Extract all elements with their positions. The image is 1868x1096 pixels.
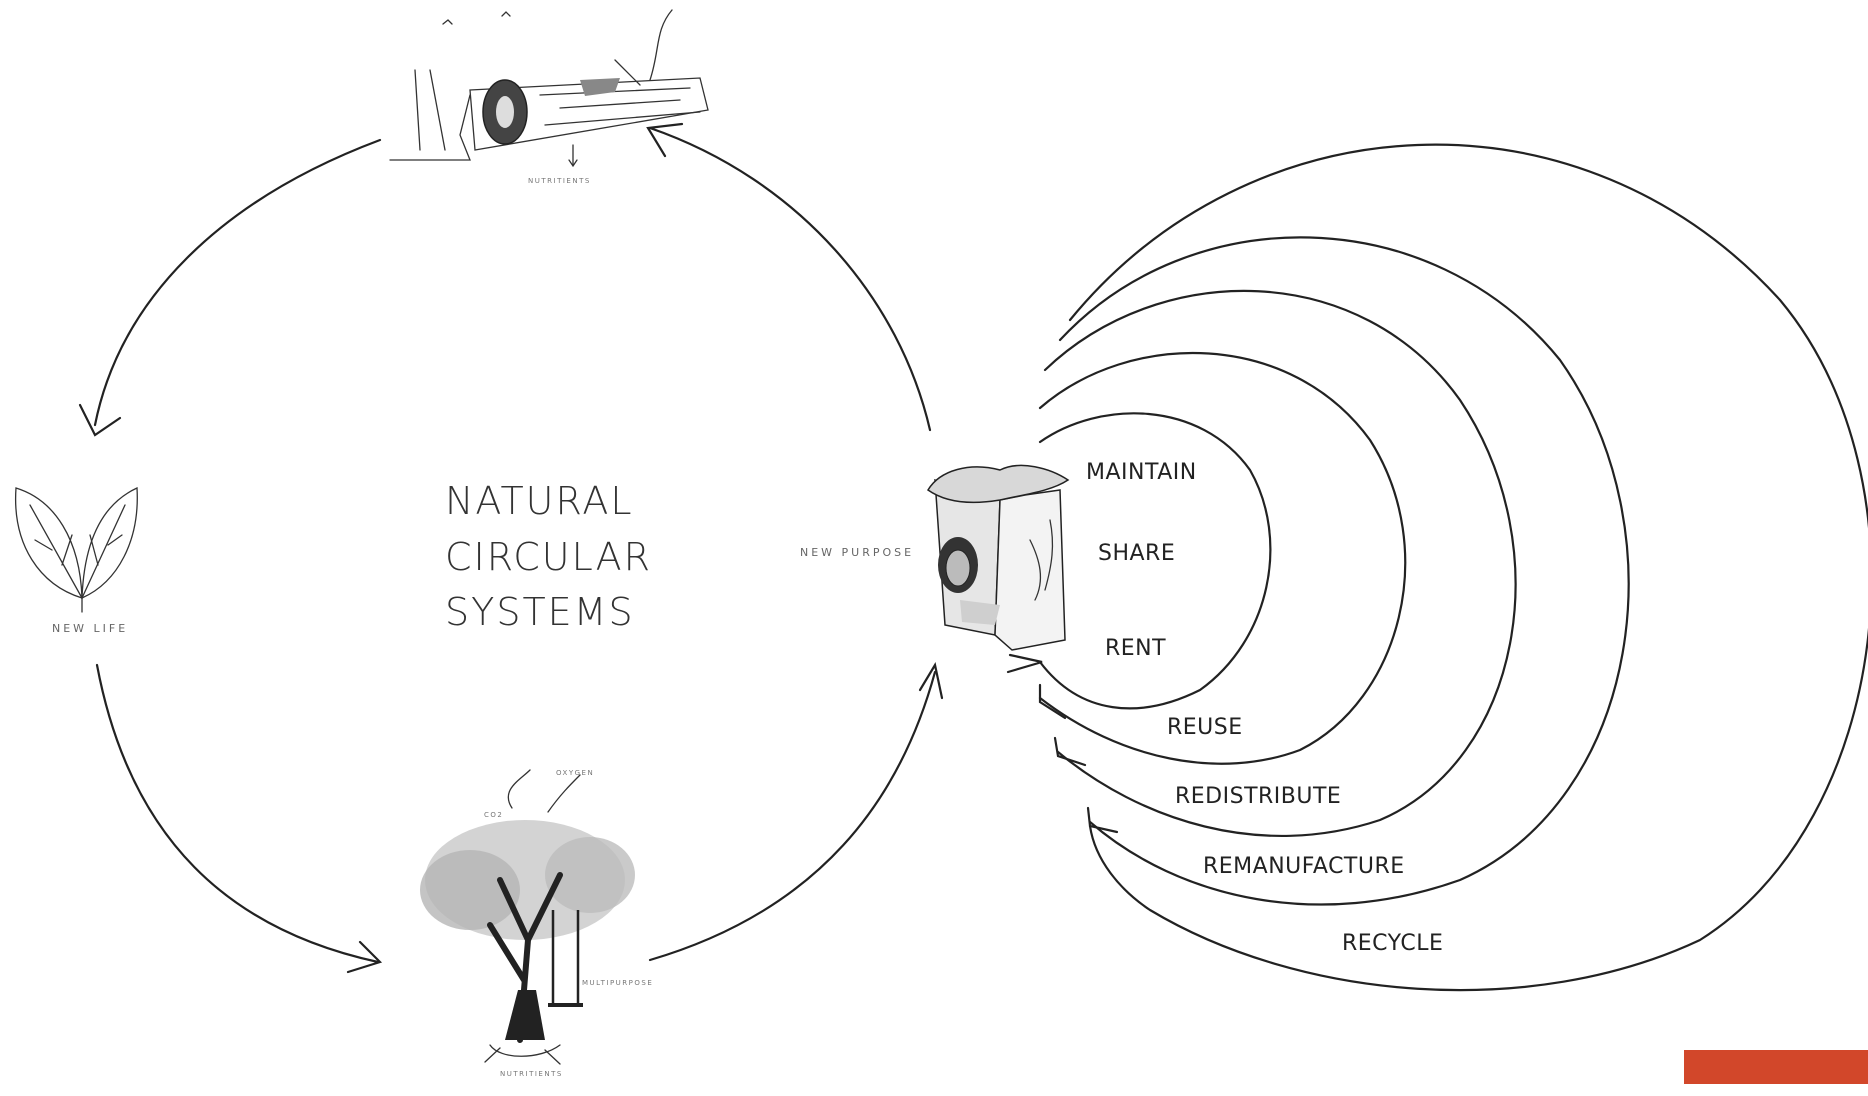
loop-arc-2	[1038, 351, 1407, 765]
leaf-sprout-icon: NEW LIFE	[14, 487, 138, 635]
nutrients-bottom-label: NUTRITIENTS	[500, 1070, 563, 1078]
loop-labels: MAINTAIN SHARE RENT REUSE REDISTRIBUTE R…	[1086, 460, 1443, 956]
title-line-1: NATURAL	[445, 479, 634, 523]
loop-arc-4	[1058, 236, 1630, 906]
circular-economy-loops	[1006, 143, 1868, 992]
new-life-label: NEW LIFE	[52, 622, 128, 635]
loop-label-reuse: REUSE	[1167, 715, 1243, 740]
nutrients-top-label: NUTRITIENTS	[528, 177, 591, 185]
arc-top-right	[648, 126, 932, 432]
fallen-log-icon: NUTRITIENTS	[389, 9, 709, 185]
oxygen-label: OXYGEN	[556, 769, 594, 777]
co2-label: CO2	[484, 811, 503, 819]
arrowhead-to-stump	[918, 662, 944, 700]
arc-bottom-right	[648, 670, 937, 962]
title-line-2: CIRCULAR	[445, 535, 652, 579]
loop-arc-1	[1038, 412, 1272, 710]
arc-bottom-left	[95, 663, 380, 964]
arc-top-left	[93, 138, 382, 427]
loop-label-rent: RENT	[1105, 636, 1166, 661]
accent-bar	[1684, 1050, 1868, 1084]
loop-label-remanufacture: REMANUFACTURE	[1203, 854, 1405, 879]
natural-cycle-arcs	[78, 122, 944, 974]
loop-label-share: SHARE	[1098, 541, 1175, 566]
loop-label-redistribute: REDISTRIBUTE	[1175, 784, 1341, 809]
multipurpose-label: MULTIPURPOSE	[582, 979, 653, 987]
loop-arc-3	[1043, 289, 1517, 838]
new-purpose-label: NEW PURPOSE	[800, 546, 914, 559]
loop-arc-5	[1068, 143, 1868, 992]
arrowhead-to-log	[646, 122, 684, 158]
loop-label-maintain: MAINTAIN	[1086, 460, 1197, 485]
tree-swing-icon: OXYGEN CO2 MULTIPURPOSE NUTRITIENTS	[420, 769, 653, 1078]
title-line-3: SYSTEMS	[445, 590, 635, 634]
tree-stump-owl-icon: NEW PURPOSE	[800, 464, 1070, 651]
loop-label-recycle: RECYCLE	[1342, 931, 1443, 956]
arrowhead-to-leaves	[78, 403, 122, 437]
arrowhead-to-tree	[346, 940, 383, 974]
diagram-title: NATURAL CIRCULAR SYSTEMS	[445, 479, 652, 634]
